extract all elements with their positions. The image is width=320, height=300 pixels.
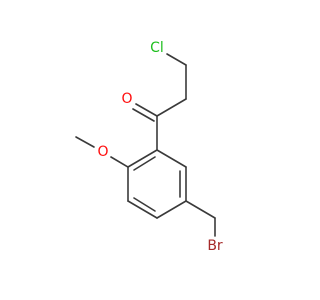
bond-carbonyl-double-1 bbox=[135, 103, 158, 117]
atom-ether-oxygen-label: O bbox=[97, 144, 108, 160]
ring-bond-6-inner bbox=[133, 156, 156, 171]
bond-carbonyl-ch2 bbox=[156, 98, 187, 117]
benzene-ring bbox=[127, 149, 187, 219]
molecule-diagram: Cl O O Br bbox=[75, 40, 223, 254]
atom-bromine-label: Br bbox=[207, 238, 223, 254]
ring-bond-3 bbox=[156, 200, 187, 219]
atom-chlorine-label: Cl bbox=[150, 40, 164, 56]
bond-ch2-cl bbox=[166, 53, 187, 66]
bond-oxygen-methyl bbox=[75, 136, 95, 148]
bond-ring-oxygen bbox=[110, 156, 129, 168]
atom-carbonyl-oxygen-label: O bbox=[121, 91, 132, 107]
bond-ring-ch2 bbox=[185, 200, 216, 219]
chloropropanoyl-chain bbox=[132, 53, 187, 151]
methoxy-group bbox=[75, 136, 129, 168]
ring-bond-4-inner bbox=[133, 197, 156, 212]
bromomethyl-group bbox=[185, 200, 216, 237]
bond-carbonyl-double-2 bbox=[132, 108, 155, 122]
ring-bond-1 bbox=[156, 149, 187, 168]
ring-bond-6 bbox=[127, 149, 158, 168]
ring-bond-4 bbox=[127, 200, 158, 219]
